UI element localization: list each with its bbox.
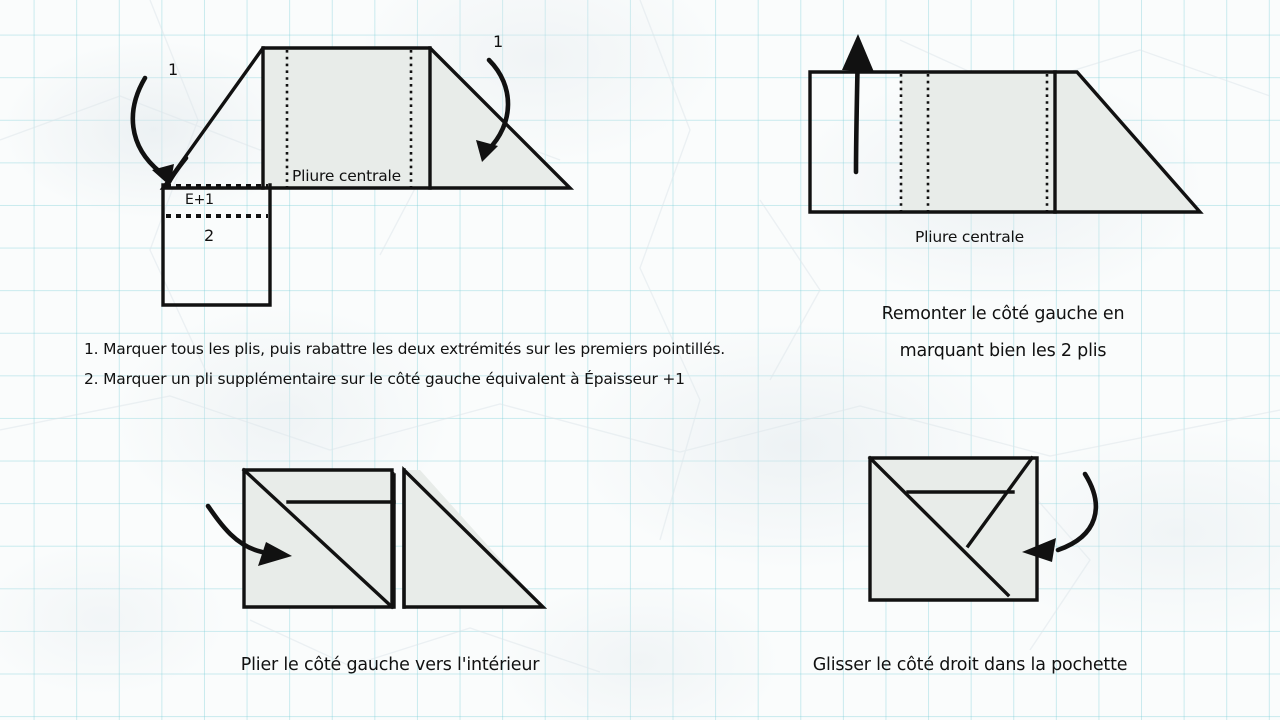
outline-left-rectangle <box>161 183 272 307</box>
step-item-1: 1. Marquer tous les plis, puis rabattre … <box>84 340 726 358</box>
br-main-diagonal <box>867 455 1011 598</box>
caption-top-right: Remonter le côté gauche en marquant bien… <box>881 304 1125 361</box>
arrow-br-head <box>1022 538 1056 562</box>
caption-bottom-right: Glisser le côté droit dans la pochette <box>812 655 1128 675</box>
diagram-top-right <box>808 34 1204 214</box>
outline-br-square <box>868 456 1039 602</box>
arrow-left-curve <box>130 75 163 175</box>
label-pliure-centrale-1: Pliure centrale <box>292 167 401 185</box>
arrow-right-curve <box>485 57 511 153</box>
step-item-2: 2. Marquer un pli supplémentaire sur le … <box>84 370 685 388</box>
arrow-up-head <box>842 34 874 72</box>
label-thickness-e-plus-1: E+1 <box>185 192 214 208</box>
shape-tr-body <box>901 72 1200 212</box>
arrow-br-curve <box>1055 471 1099 553</box>
shape-left-rectangle <box>163 185 270 305</box>
shape-main-body <box>263 48 570 188</box>
label-step-number-2: 2 <box>204 226 214 245</box>
diagram-bottom-right <box>867 455 1099 602</box>
outline-main <box>159 46 575 190</box>
diagram-bottom-left <box>205 465 548 610</box>
label-pliure-centrale-2: Pliure centrale <box>915 228 1024 246</box>
arrow-bl-curve <box>205 503 265 555</box>
arrow-bl-head <box>258 542 292 566</box>
caption-bottom-left: Plier le côté gauche vers l'intérieur <box>240 655 540 675</box>
arrow-right-head <box>476 140 498 162</box>
label-arrow-number-right-1: 1 <box>493 32 503 51</box>
arrow-left-head-tail <box>165 155 189 187</box>
shape-br-square <box>870 458 1037 600</box>
diagram-top-left <box>130 46 575 307</box>
br-flap-diagonal <box>965 455 1035 549</box>
outline-tr <box>808 70 1204 214</box>
bl-main-diagonal <box>241 467 395 610</box>
label-arrow-number-left-1: 1 <box>168 60 178 79</box>
steps-list: 1. Marquer tous les plis, puis rabattre … <box>84 334 725 394</box>
